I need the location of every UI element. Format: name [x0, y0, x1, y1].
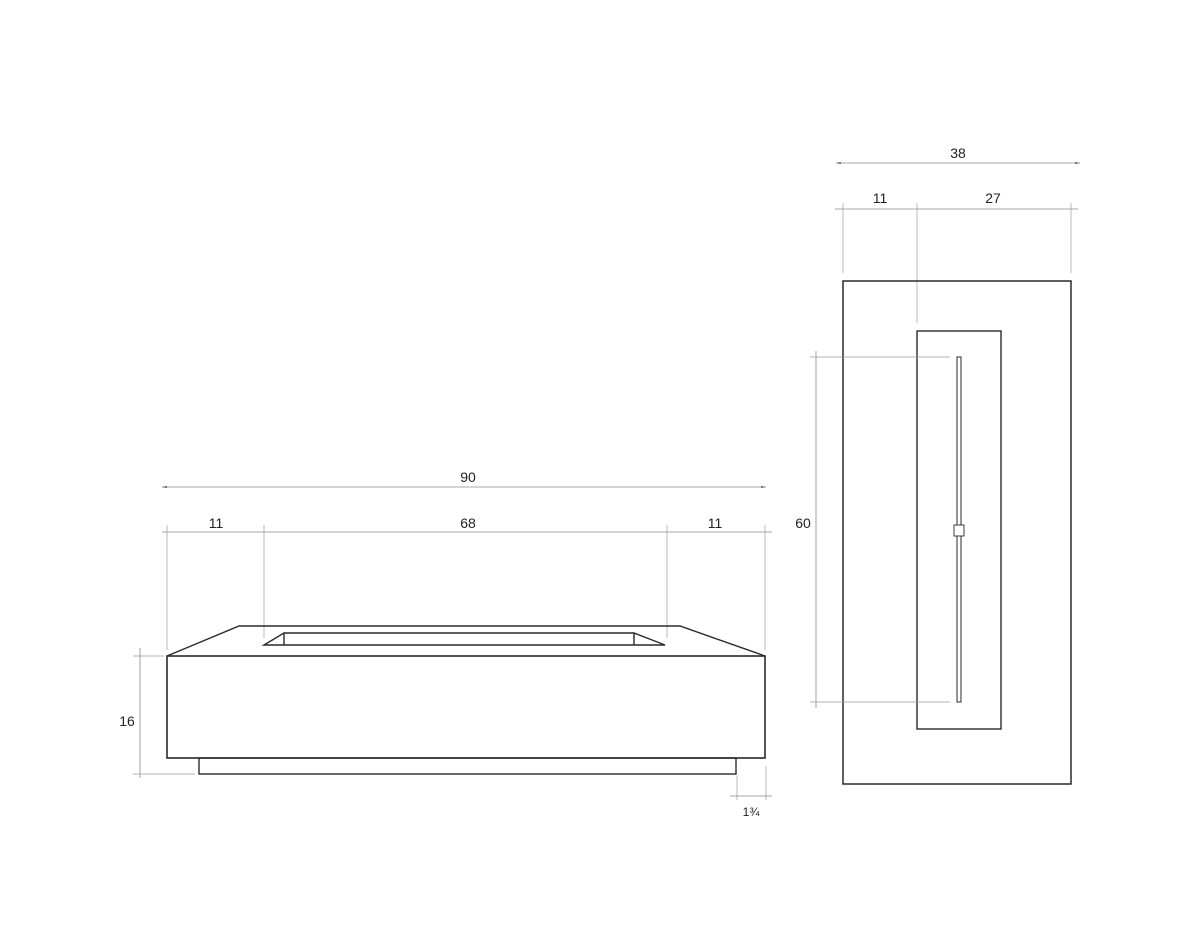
label-ledge-depth: 11	[873, 190, 888, 206]
label-base-inset: 1¾	[743, 805, 761, 819]
opening-outline	[916, 330, 1002, 730]
body-outline	[166, 655, 766, 759]
label-burner-length: 60	[795, 515, 811, 531]
base-outline	[198, 757, 737, 775]
label-overall-width: 90	[460, 469, 476, 485]
top-outline	[842, 280, 1072, 785]
label-opening-width: 68	[460, 515, 476, 531]
label-height: 16	[119, 713, 135, 729]
label-opening-depth: 27	[985, 190, 1001, 206]
top-view: 38 11 27 60	[795, 145, 1080, 785]
burner-igniter	[953, 524, 965, 537]
front-view: 90 11 68 11 16 1¾	[119, 469, 772, 819]
label-right-ledge: 11	[708, 515, 723, 531]
top-surface-outline	[166, 625, 766, 657]
label-overall-depth: 38	[950, 145, 966, 161]
burner-opening-outline	[261, 632, 666, 646]
label-left-ledge: 11	[209, 515, 224, 531]
